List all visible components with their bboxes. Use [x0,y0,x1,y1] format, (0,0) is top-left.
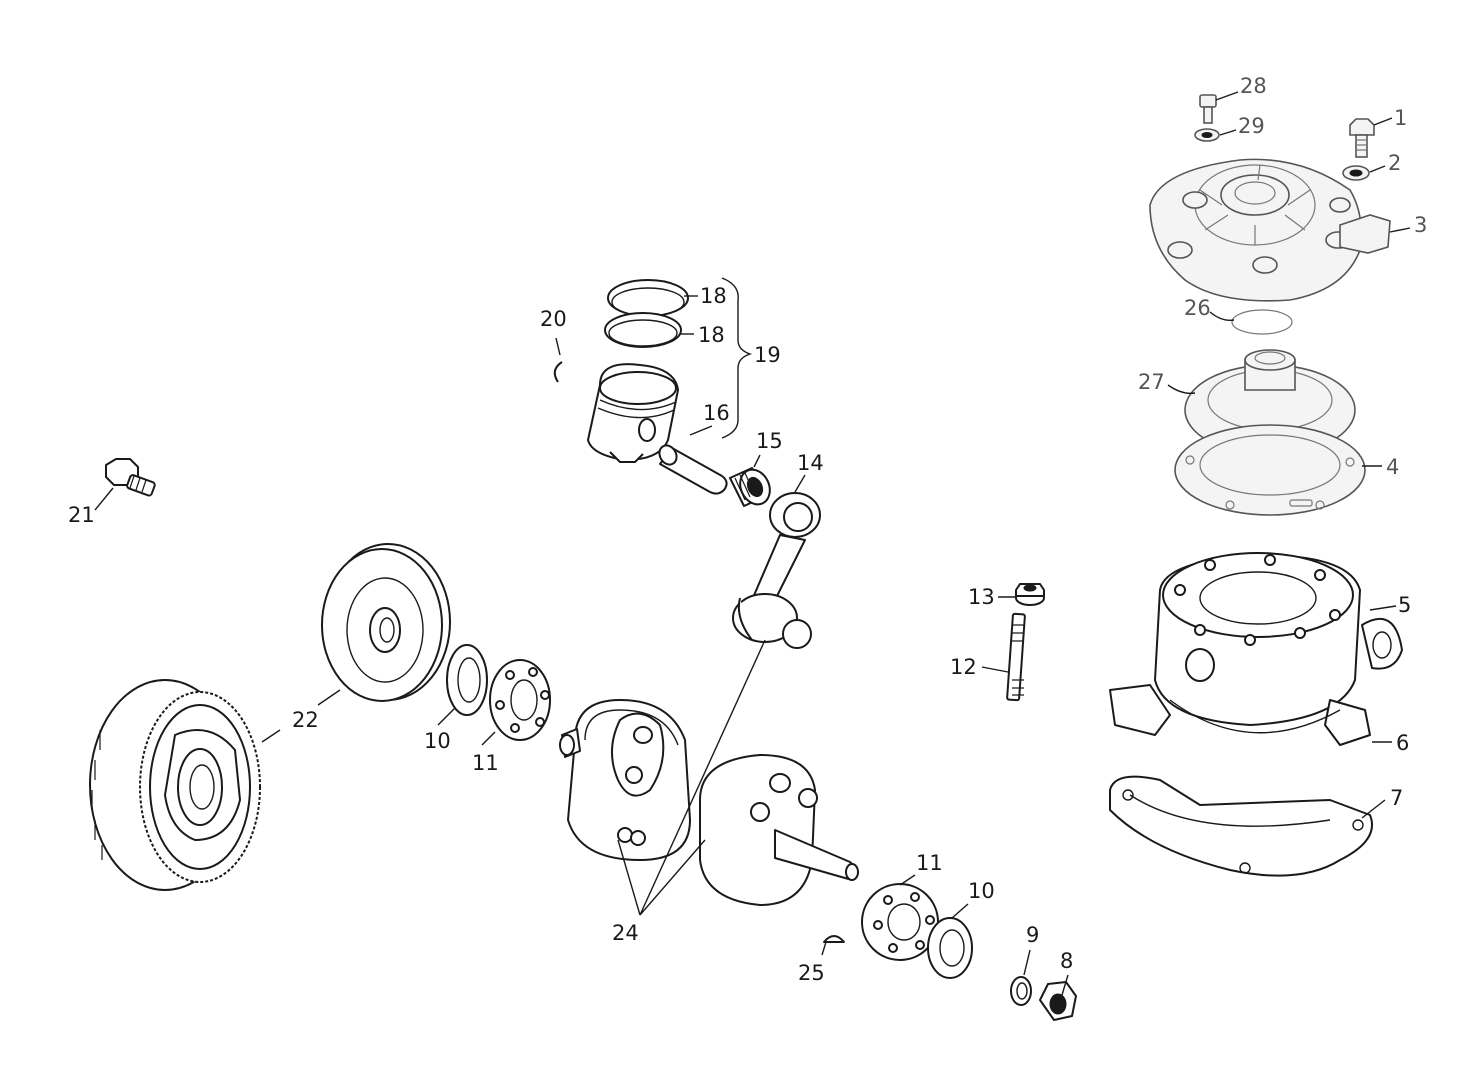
seal-part-10-left [446,644,488,716]
label-6: 6 [1396,731,1409,755]
piston-part [587,363,679,463]
label-10-left: 10 [424,729,451,753]
piston-ring-part-18-lower [604,312,682,348]
label-29: 29 [1238,114,1265,138]
label-22: 22 [292,708,319,732]
label-28: 28 [1240,74,1267,98]
head-gasket-part-4 [1174,424,1366,516]
base-gasket-part-7 [1109,775,1373,877]
connecting-rod-part-14 [732,492,821,649]
leader-lines [94,91,1411,996]
bolt-part-21 [105,458,156,497]
label-15: 15 [756,429,783,453]
label-10-right: 10 [968,879,995,903]
cylinder-head-part [1149,158,1363,302]
label-20: 20 [540,307,567,331]
crank-web-left-part [559,699,691,861]
label-18-lower: 18 [698,323,725,347]
label-3: 3 [1414,213,1427,237]
label-27: 27 [1138,370,1165,394]
label-8: 8 [1060,949,1073,973]
label-11-left: 11 [472,751,499,775]
label-14: 14 [797,451,824,475]
label-2: 2 [1388,151,1401,175]
clutch-basket-part [89,679,261,891]
circlip-part-20 [553,361,563,383]
label-18-upper: 18 [700,284,727,308]
stud-part-12 [1006,612,1026,702]
nut-part-13 [1015,583,1045,606]
label-7: 7 [1390,786,1403,810]
label-4: 4 [1386,455,1399,479]
flywheel-part-22 [321,543,451,702]
bolt-part-28 [1199,94,1217,124]
bearing-part-11-left [489,659,551,741]
nut-part-8 [1039,981,1077,1021]
label-21: 21 [68,503,95,527]
bearing-part-11-right [861,883,939,961]
label-9: 9 [1026,923,1039,947]
needle-bearing-part-15 [729,467,771,507]
label-26: 26 [1184,296,1211,320]
label-16: 16 [703,401,730,425]
seal-part-10-right [927,917,973,979]
label-25: 25 [798,961,825,985]
label-5: 5 [1398,593,1411,617]
washer-part-29 [1194,128,1220,142]
sensor-plate-part-3 [1339,214,1391,254]
label-1: 1 [1394,106,1407,130]
exhaust-gasket-part-5 [1361,617,1403,670]
label-24: 24 [612,921,639,945]
label-19: 19 [754,343,781,367]
piston-ring-part-18-upper [607,279,689,317]
bolt-part-1 [1349,118,1375,158]
piston-pin-part-16 [658,444,728,495]
cylinder-part [1109,552,1371,746]
label-12: 12 [950,655,977,679]
label-11-right: 11 [916,851,943,875]
washer-part-2 [1342,165,1370,181]
o-ring-part-26 [1231,309,1293,335]
callout-labels: 28 29 1 2 3 26 27 4 5 6 7 8 9 10 11 25 2… [68,74,1427,985]
label-13: 13 [968,585,995,609]
crank-web-right-part [699,754,859,906]
woodruff-key-part-25 [823,935,845,943]
washer-part-9 [1010,976,1032,1006]
